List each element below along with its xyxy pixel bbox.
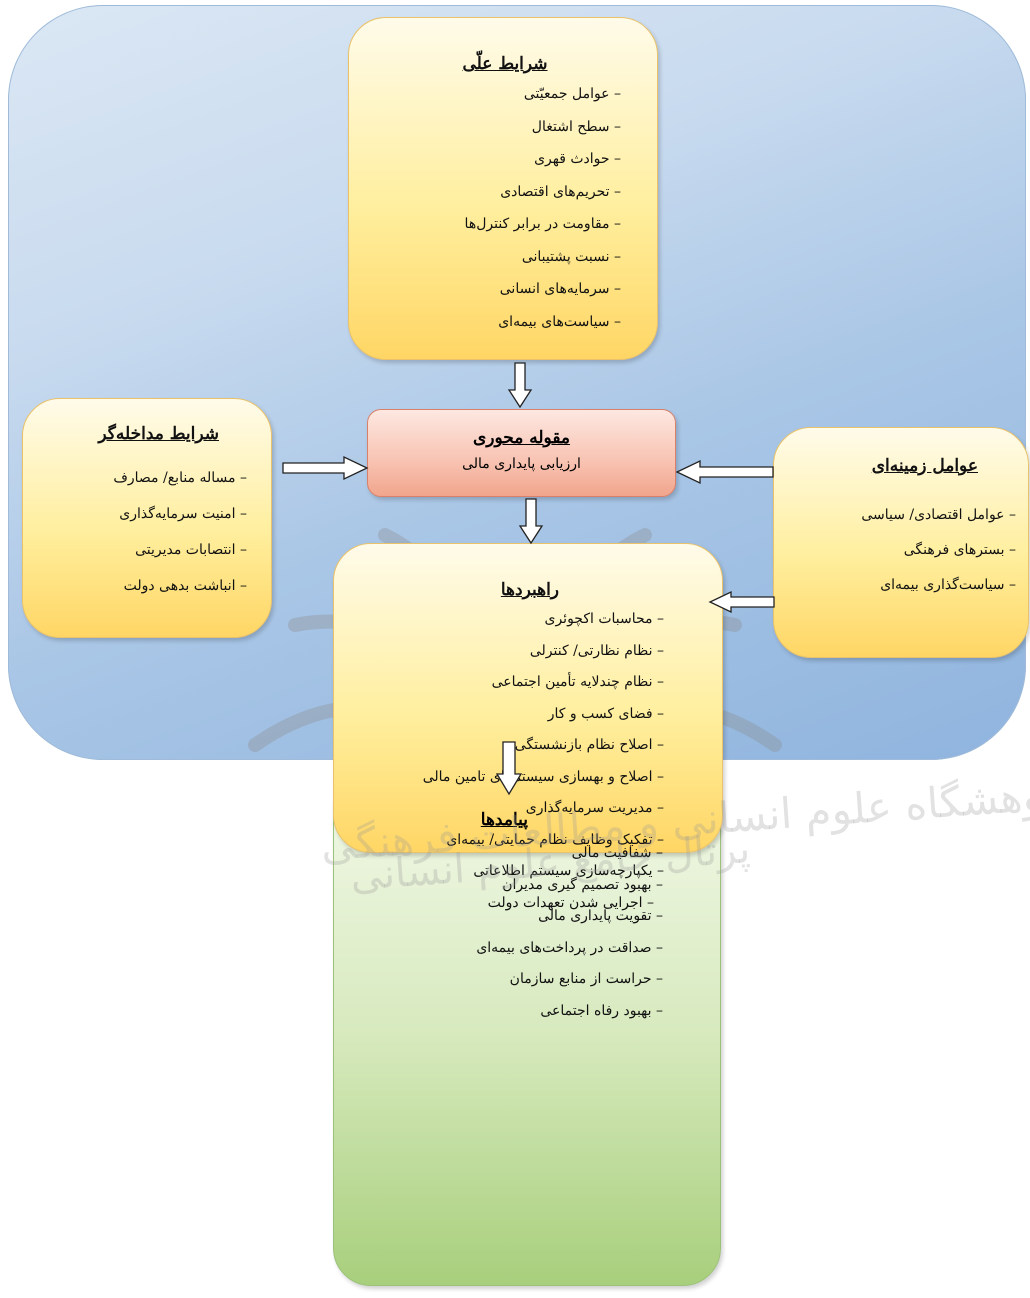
outcomes-content: پیامدها شفافیت مالی بهبود تصمیم گیری مدی… xyxy=(333,810,663,1027)
outcomes-title: پیامدها xyxy=(480,810,528,830)
list-item: نظام نظارتی/ کنترلی xyxy=(344,636,664,668)
arrow-right-icon xyxy=(282,455,369,481)
strategies-box: راهبردها محاسبات اکچوئری نظام نظارتی/ کن… xyxy=(333,543,723,911)
list-item: نظام چندلایه تأمین اجتماعی xyxy=(344,667,664,699)
list-item: مدیریت سرمایه‌گذاری xyxy=(344,793,664,825)
strategies-title: راهبردها xyxy=(500,580,559,600)
list-item: صداقت در پرداخت‌های بیمه‌ای xyxy=(333,933,663,965)
list-item: مساله منابع/ مصارف xyxy=(33,460,247,496)
arrow-down-icon xyxy=(518,498,544,545)
list-item: حراست از منابع سازمان xyxy=(333,964,663,996)
intervening-conditions-box: شرایط مداخله‌گر مساله منابع/ مصارف امنیت… xyxy=(22,398,272,638)
list-item: مقاومت در برابر کنترل‌ها xyxy=(369,208,621,241)
intervening-conditions-list: مساله منابع/ مصارف امنیت سرمایه‌گذاری ان… xyxy=(33,460,247,604)
list-item: انباشت بدهی دولت xyxy=(33,568,247,604)
list-item: بسترهای فرهنگی xyxy=(784,533,1016,568)
arrow-down-icon xyxy=(495,741,523,796)
arrow-left-icon xyxy=(708,590,775,614)
causal-conditions-box: شرایط علّی عوامل جمعیّتی سطح اشتغال حواد… xyxy=(348,17,658,360)
core-category-subtitle: ارزیابی پایداری مالی xyxy=(462,456,581,472)
contextual-factors-list: عوامل اقتصادی/ سیاسی بسترهای فرهنگی سیاس… xyxy=(784,498,1016,603)
causal-conditions-title: شرایط علّی xyxy=(462,54,548,74)
list-item: فضای کسب و کار xyxy=(344,699,664,731)
list-item: انتصابات مدیریتی xyxy=(33,532,247,568)
intervening-conditions-title: شرایط مداخله‌گر xyxy=(98,424,219,444)
list-item: حوادث قهری xyxy=(369,143,621,176)
core-category-box: مقوله محوری ارزیابی پایداری مالی xyxy=(367,409,676,497)
list-item: امنیت سرمایه‌گذاری xyxy=(33,496,247,532)
list-item: تحریم‌های اقتصادی xyxy=(369,176,621,209)
core-category-title: مقوله محوری xyxy=(472,428,571,448)
list-item: سرمایه‌های انسانی xyxy=(369,273,621,306)
contextual-factors-title: عوامل زمینه‌ای xyxy=(871,456,978,476)
arrow-down-icon xyxy=(507,362,533,409)
list-item: اصلاح نظام بازنشستگی xyxy=(344,730,664,762)
outcomes-list: شفافیت مالی بهبود تصمیم گیری مدیران تقوی… xyxy=(333,838,663,1027)
list-item: عوامل جمعیّتی xyxy=(369,78,621,111)
list-item: سطح اشتغال xyxy=(369,111,621,144)
list-item: بهبود رفاه اجتماعی xyxy=(333,996,663,1028)
list-item: نسبت پشتیبانی xyxy=(369,241,621,274)
list-item: شفافیت مالی xyxy=(333,838,663,870)
list-item: تقویت پایداری مالی xyxy=(333,901,663,933)
list-item: اصلاح و بهسازی سیستم‌های تامین مالی xyxy=(344,762,664,794)
list-item: عوامل اقتصادی/ سیاسی xyxy=(784,498,1016,533)
arrow-left-icon xyxy=(675,459,774,485)
list-item: محاسبات اکچوئری xyxy=(344,604,664,636)
contextual-factors-box: عوامل زمینه‌ای عوامل اقتصادی/ سیاسی بستر… xyxy=(773,427,1029,658)
list-item: سیاست‌گذاری بیمه‌ای xyxy=(784,568,1016,603)
list-item: بهبود تصمیم گیری مدیران xyxy=(333,870,663,902)
list-item: سیاست‌های بیمه‌ای xyxy=(369,306,621,339)
causal-conditions-list: عوامل جمعیّتی سطح اشتغال حوادث قهری تحری… xyxy=(369,78,621,338)
